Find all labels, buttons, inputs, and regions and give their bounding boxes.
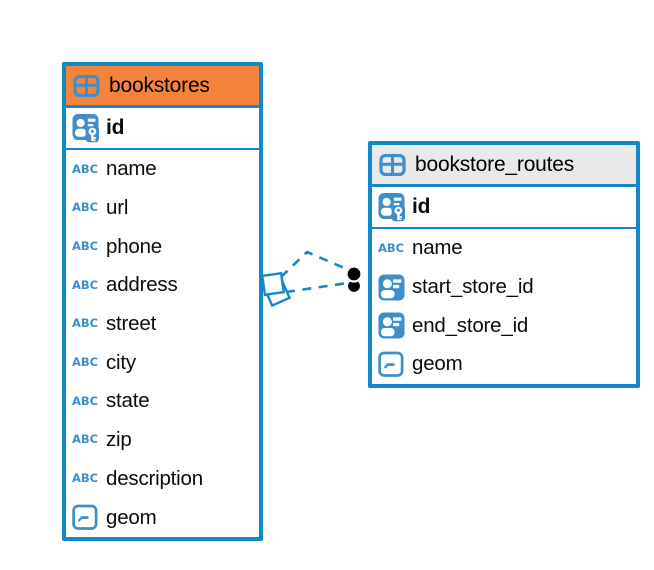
- table-icon: [73, 74, 109, 97]
- reference-icon: [378, 312, 412, 339]
- relationship-line-lower[interactable]: [285, 281, 349, 294]
- table-icon: [379, 153, 415, 176]
- table-title: bookstore_routes: [415, 152, 575, 176]
- table-title: bookstores: [109, 73, 210, 97]
- primary-key-icon: [72, 113, 106, 143]
- column-row-url[interactable]: ABC url: [66, 189, 259, 228]
- text-icon: ABC: [72, 393, 99, 408]
- column-name: state: [106, 389, 150, 413]
- column-row-address[interactable]: ABC address: [66, 266, 259, 305]
- text-icon: ABC: [72, 161, 99, 176]
- table-bookstore-routes-header[interactable]: bookstore_routes: [372, 145, 636, 187]
- column-name: start_store_id: [412, 275, 534, 299]
- column-name: description: [106, 466, 203, 490]
- relationship-source-marker[interactable]: [260, 271, 292, 308]
- column-name: name: [412, 236, 463, 260]
- column-row-street[interactable]: ABC street: [66, 305, 259, 344]
- text-icon: ABC: [72, 277, 99, 292]
- column-row-description[interactable]: ABC description: [66, 460, 259, 499]
- column-name: name: [106, 157, 157, 181]
- text-icon: ABC: [72, 316, 99, 331]
- column-row-geom[interactable]: geom: [66, 498, 259, 537]
- column-name: end_store_id: [412, 313, 529, 337]
- column-row-end_store_id[interactable]: end_store_id: [372, 306, 636, 345]
- column-name: url: [106, 196, 129, 220]
- text-icon: ABC: [72, 200, 99, 215]
- relationship-line-upper[interactable]: [280, 250, 350, 278]
- column-row-zip[interactable]: ABC zip: [66, 421, 259, 460]
- text-icon: ABC: [72, 432, 99, 447]
- relationship-target-endpoint-dots[interactable]: [345, 265, 363, 295]
- column-name: geom: [412, 352, 463, 376]
- column-row-phone[interactable]: ABC phone: [66, 227, 259, 266]
- reference-icon: [378, 274, 412, 301]
- column-row-id[interactable]: id: [66, 108, 259, 150]
- geometry-icon: [378, 351, 412, 378]
- table-bookstores-header[interactable]: bookstores: [66, 66, 259, 108]
- text-icon: ABC: [72, 238, 99, 253]
- column-name: id: [412, 195, 431, 218]
- column-row-name[interactable]: ABC name: [66, 150, 259, 189]
- column-row-id[interactable]: id: [372, 187, 636, 229]
- column-name: address: [106, 273, 178, 297]
- column-row-start_store_id[interactable]: start_store_id: [372, 268, 636, 307]
- column-name: geom: [106, 505, 157, 529]
- column-name: city: [106, 350, 136, 374]
- column-row-name[interactable]: ABC name: [372, 229, 636, 268]
- column-name: street: [106, 312, 157, 336]
- geometry-icon: [72, 504, 106, 531]
- primary-key-icon: [378, 192, 412, 222]
- column-name: phone: [106, 234, 163, 258]
- text-icon: ABC: [378, 240, 405, 255]
- text-icon: ABC: [72, 355, 99, 370]
- column-row-city[interactable]: ABC city: [66, 343, 259, 382]
- column-row-geom[interactable]: geom: [372, 345, 636, 384]
- column-name: id: [106, 116, 125, 139]
- column-name: zip: [106, 428, 132, 452]
- column-row-state[interactable]: ABC state: [66, 382, 259, 421]
- text-icon: ABC: [72, 471, 99, 486]
